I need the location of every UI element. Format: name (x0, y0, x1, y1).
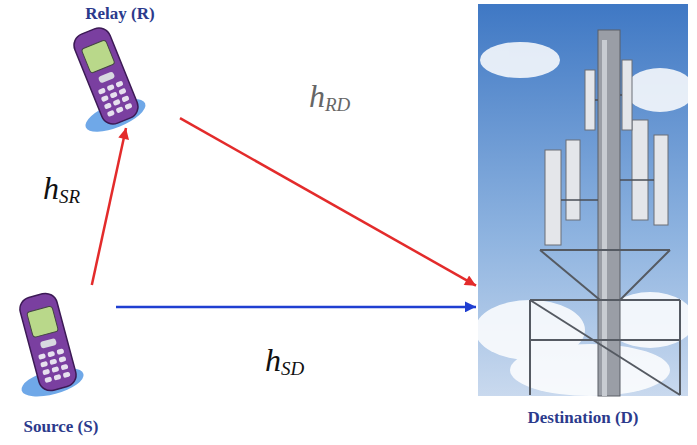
channel-link (116, 306, 476, 309)
base-station-photo (475, 4, 695, 396)
channel-link (92, 128, 126, 285)
device-label: Source (S) (22, 417, 101, 437)
tower-pole (598, 30, 620, 396)
phone-screen (81, 40, 115, 74)
antenna-panels (545, 60, 668, 245)
antenna-mounts (561, 95, 654, 200)
relay-phone (53, 22, 150, 139)
device-label: Destination (D) (526, 408, 641, 428)
channel-gain-label: hSR (40, 170, 83, 208)
phone-body (17, 291, 79, 394)
phone-button (40, 338, 57, 349)
phone-button (98, 71, 115, 83)
channel-link (180, 118, 476, 286)
tower-lattice (530, 250, 680, 395)
channel-gain-label: hRD (306, 78, 353, 116)
phone-screen (27, 306, 59, 338)
device-label: Relay (R) (83, 4, 156, 24)
pole-highlight (602, 40, 607, 396)
device-node: Source (S) (6, 285, 116, 437)
phone-body (70, 24, 141, 127)
device-node: Relay (R) (60, 4, 180, 128)
channel-gain-label: hSD (262, 342, 307, 380)
phone-keypad (98, 80, 133, 117)
device-node: Destination (D) (476, 3, 690, 428)
clouds (475, 42, 695, 396)
phone-keypad (38, 348, 71, 383)
source-phone (0, 289, 87, 402)
